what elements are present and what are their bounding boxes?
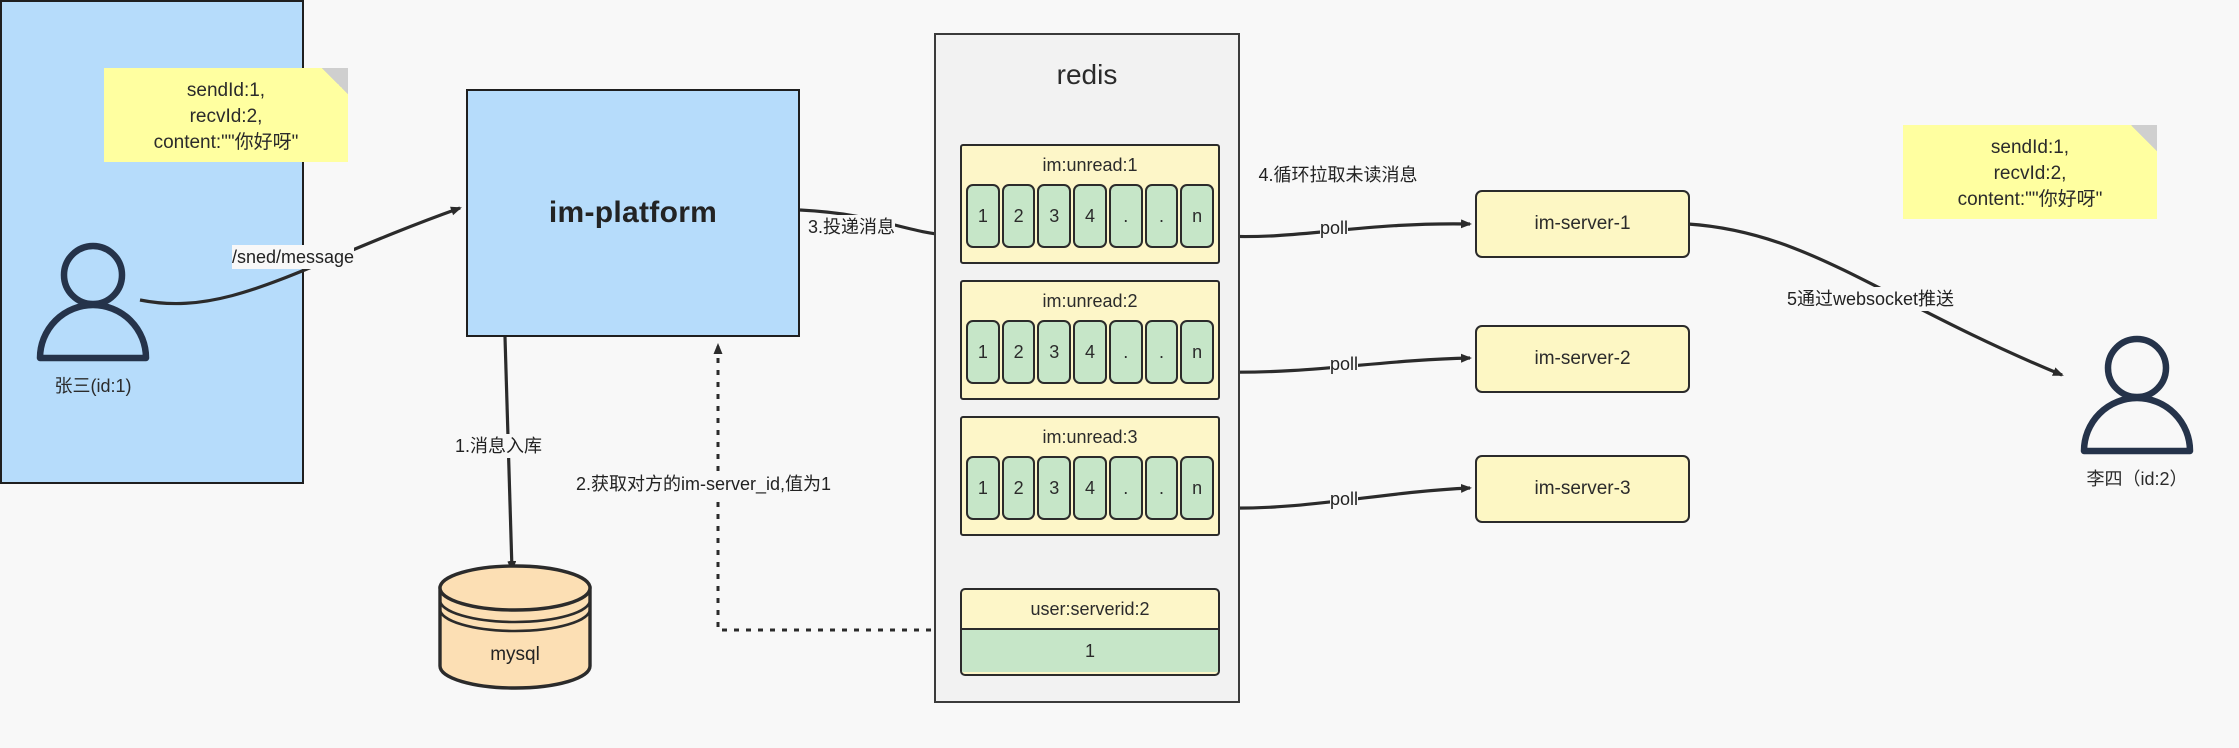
- queue-cell: n: [1180, 456, 1215, 520]
- sticky-note-left: sendId:1, recvId:2, content:""你好呀": [104, 68, 348, 162]
- edge-label-poll-2: poll: [1330, 352, 1359, 376]
- actor-sender: [28, 240, 158, 370]
- queue-cell: 4: [1073, 184, 1107, 248]
- redis-queue-im-unread-3[interactable]: im:unread:3 1 2 3 4 . . n: [960, 416, 1220, 536]
- actor-receiver-caption: 李四（id:2）: [2086, 469, 2188, 489]
- queue-cell: 2: [1001, 184, 1036, 248]
- mysql-node[interactable]: [430, 562, 600, 697]
- edge-label-step1: 1.消息入库: [455, 434, 543, 458]
- queue-cell: 3: [1037, 184, 1072, 248]
- kv-key-label: user:serverid:2: [1030, 598, 1150, 619]
- sticky-right-line1: sendId:1,: [1990, 137, 2070, 158]
- sticky-fold-icon: [2131, 125, 2157, 151]
- actor-sender-caption: 张三(id:1): [54, 376, 132, 396]
- mysql-label-wrap: mysql: [430, 640, 600, 670]
- edge-label-poll-1: poll: [1320, 216, 1349, 240]
- queue-cell: .: [1108, 320, 1143, 384]
- person-icon: [36, 242, 150, 362]
- edge-label-step2: 2.获取对方的im-server_id,值为1: [576, 472, 832, 496]
- actor-receiver: [2072, 333, 2202, 463]
- im-platform-label: im-platform: [548, 196, 718, 229]
- redis-title: redis: [1056, 59, 1118, 90]
- sticky-right-line2: recvId:2,: [1993, 163, 2067, 184]
- redis-queue-im-unread-1[interactable]: im:unread:1 1 2 3 4 . . n: [960, 144, 1220, 264]
- im-server-2-box[interactable]: im-server-2: [1475, 325, 1690, 393]
- queue-cell: n: [1180, 320, 1215, 384]
- sticky-right-line3: content:""你好呀": [1957, 189, 2103, 210]
- queue-key-label: im:unread:1: [1042, 154, 1138, 175]
- redis-queue-im-unread-2[interactable]: im:unread:2 1 2 3 4 . . n: [960, 280, 1220, 400]
- queue-cells: 1 2 3 4 . . n: [962, 320, 1218, 387]
- kv-value-label: 1: [962, 628, 1218, 672]
- im-server-3-box[interactable]: im-server-3: [1475, 455, 1690, 523]
- im-server-3-label: im-server-3: [1534, 478, 1631, 499]
- person-icon: [2080, 335, 2194, 455]
- edge-label-poll-3: poll: [1330, 487, 1359, 511]
- queue-cell: 3: [1037, 320, 1072, 384]
- queue-key-label: im:unread:3: [1042, 426, 1138, 447]
- edge-label-step4: 4.循环拉取未读消息: [1258, 163, 1418, 187]
- queue-cell: 1: [966, 320, 1000, 384]
- edge-label-step3: 3.投递消息: [808, 215, 896, 239]
- mysql-label: mysql: [490, 644, 540, 665]
- redis-kv-user-serverid[interactable]: user:serverid:2 1: [960, 588, 1220, 676]
- queue-cells: 1 2 3 4 . . n: [962, 184, 1218, 251]
- sticky-left-line3: content:""你好呀": [153, 132, 299, 153]
- database-cylinder-icon: [438, 564, 592, 690]
- queue-cell: .: [1108, 456, 1143, 520]
- sticky-left-line2: recvId:2,: [189, 106, 263, 127]
- queue-cell: 2: [1001, 320, 1036, 384]
- queue-cell: .: [1108, 184, 1143, 248]
- queue-cell: 4: [1073, 456, 1107, 520]
- queue-cell: .: [1144, 184, 1179, 248]
- queue-cell: .: [1144, 320, 1179, 384]
- queue-cell: 3: [1037, 456, 1072, 520]
- queue-cell: .: [1144, 456, 1179, 520]
- queue-cell: 1: [966, 184, 1000, 248]
- queue-cell: n: [1180, 184, 1215, 248]
- im-server-1-label: im-server-1: [1534, 213, 1631, 234]
- queue-key-label: im:unread:2: [1042, 290, 1138, 311]
- queue-cell: 4: [1073, 320, 1107, 384]
- queue-cells: 1 2 3 4 . . n: [962, 456, 1218, 523]
- sticky-left-line1: sendId:1,: [186, 80, 266, 101]
- edge-label-step5: 5通过websocket推送: [1787, 287, 1955, 311]
- sticky-fold-icon: [322, 68, 348, 94]
- im-server-2-label: im-server-2: [1534, 348, 1631, 369]
- queue-cell: 1: [966, 456, 1000, 520]
- queue-cell: 2: [1001, 456, 1036, 520]
- im-platform-box[interactable]: im-platform: [466, 89, 800, 337]
- im-server-1-box[interactable]: im-server-1: [1475, 190, 1690, 258]
- edge-label-send-message: /sned/message: [232, 245, 355, 269]
- sticky-note-right: sendId:1, recvId:2, content:""你好呀": [1903, 125, 2157, 219]
